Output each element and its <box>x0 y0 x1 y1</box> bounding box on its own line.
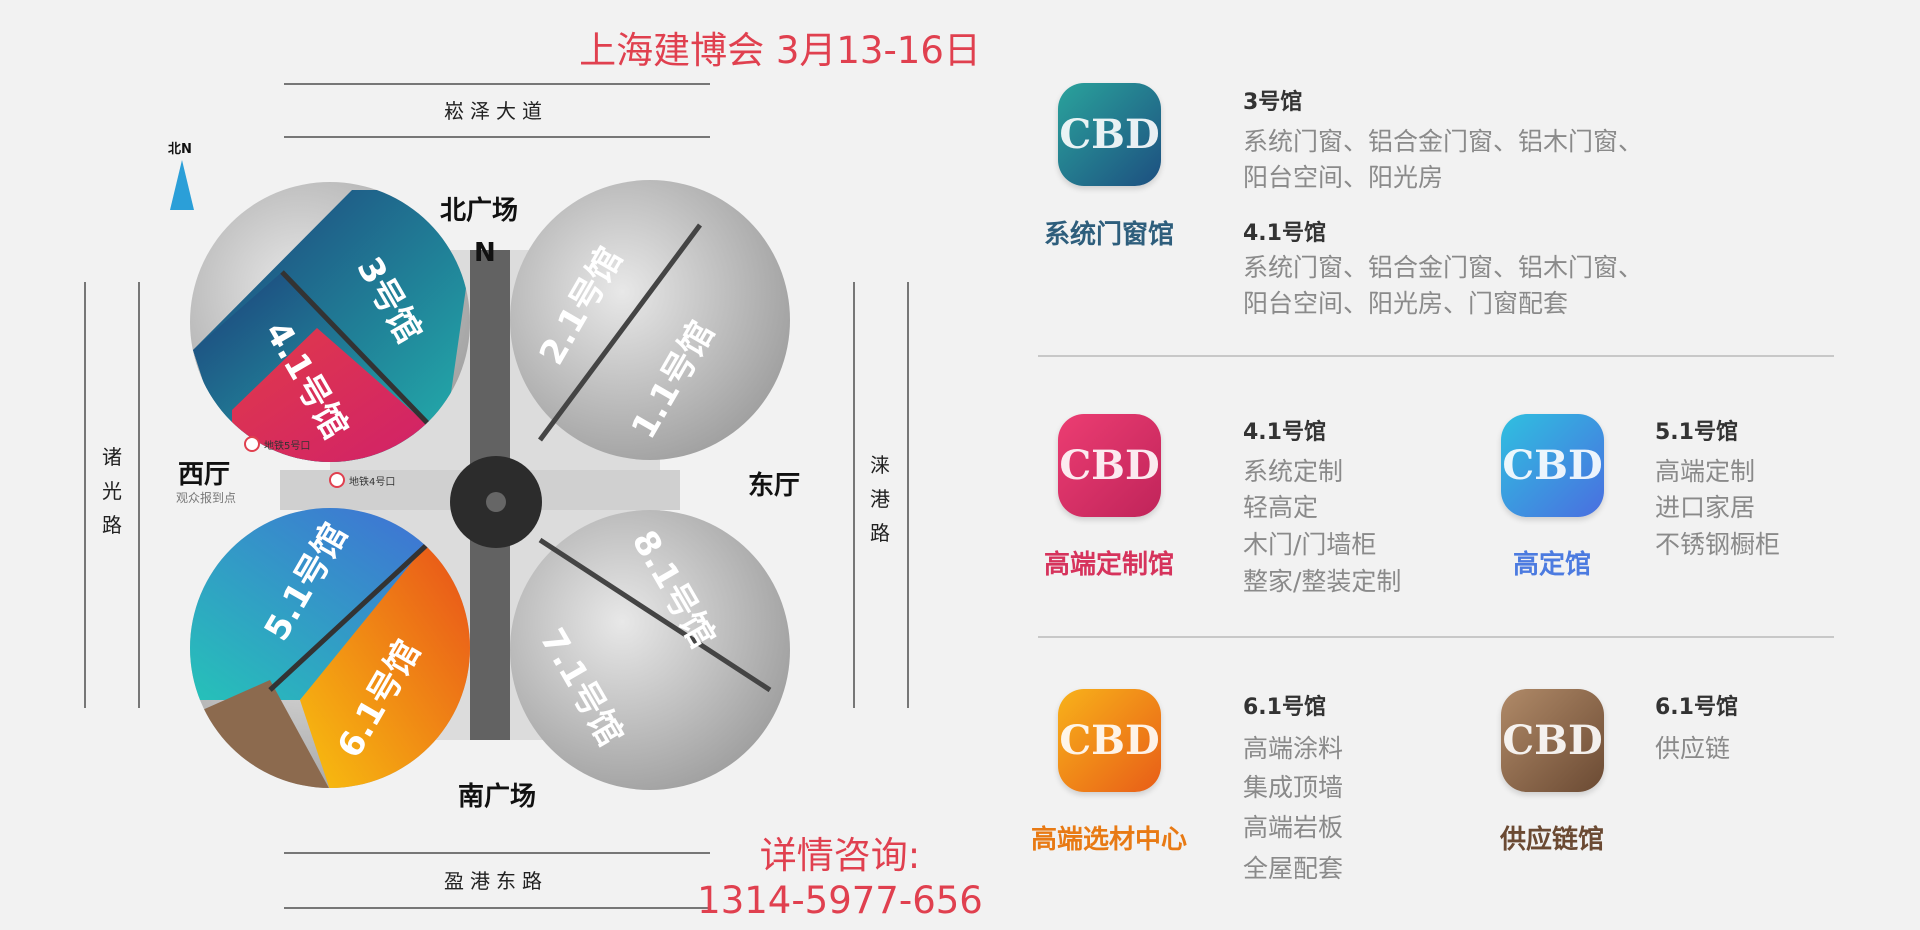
road-line <box>138 282 140 708</box>
hall-name: 4.1号馆 <box>1243 420 1326 445</box>
category-label: 高端选材中心 <box>1030 825 1187 855</box>
cbd-logo-icon: CBD <box>1058 83 1161 186</box>
road-line <box>907 282 909 708</box>
road-line <box>284 852 710 854</box>
hall-name: 4.1号馆 <box>1243 221 1326 246</box>
road-west-label: 诸光路 <box>102 445 122 537</box>
contact-phone[interactable]: 1314-5977-656 <box>697 879 983 922</box>
hall-item: 高端定制 <box>1655 457 1756 486</box>
category-label: 供应链馆 <box>1499 825 1604 855</box>
hall-item: 供应链 <box>1655 734 1731 763</box>
hall-item: 集成顶墙 <box>1243 773 1344 802</box>
hall-item: 高端岩板 <box>1243 813 1344 842</box>
hall-name: 6.1号馆 <box>1243 695 1326 720</box>
road-east-label: 涞港路 <box>870 453 890 545</box>
contact-label: 详情咨询: <box>759 834 921 877</box>
road-south-label: 盈港东路 <box>444 869 548 893</box>
west-hall-label: 西厅 <box>178 460 231 490</box>
road-line <box>284 83 710 85</box>
metro-icon <box>329 472 345 488</box>
page-title: 上海建博会 3月13-16日 <box>579 29 981 72</box>
road-line <box>284 907 710 909</box>
north-mark: N <box>474 238 496 268</box>
north-plaza-label: 北广场 <box>440 196 519 226</box>
road-north-label: 崧泽大道 <box>444 99 548 123</box>
east-hall-label: 东厅 <box>748 471 801 501</box>
hall-name: 6.1号馆 <box>1655 695 1738 720</box>
hall-item: 系统门窗、铝合金门窗、铝木门窗、 <box>1243 127 1644 156</box>
cbd-logo-icon: CBD <box>1501 414 1604 517</box>
hall-name: 5.1号馆 <box>1655 420 1738 445</box>
hall-item: 阳台空间、阳光房 <box>1243 163 1444 192</box>
hall-item: 系统定制 <box>1243 457 1344 486</box>
road-line <box>284 136 710 138</box>
compass-label: 北N <box>168 142 192 157</box>
cbd-logo-icon: CBD <box>1501 689 1604 792</box>
hall-item: 阳台空间、阳光房、门窗配套 <box>1243 289 1569 318</box>
hall-item: 系统门窗、铝合金门窗、铝木门窗、 <box>1243 253 1644 282</box>
hall-item: 整家/整装定制 <box>1243 567 1402 596</box>
category-label: 高定馆 <box>1512 550 1591 580</box>
category-label: 高端定制馆 <box>1043 550 1174 580</box>
divider <box>1038 355 1834 357</box>
cbd-logo-icon: CBD <box>1058 689 1161 792</box>
cbd-logo-icon: CBD <box>1058 414 1161 517</box>
road-line <box>853 282 855 708</box>
divider <box>1038 636 1834 638</box>
south-plaza-label: 南广场 <box>458 782 537 812</box>
hall-item: 全屋配套 <box>1243 854 1344 883</box>
category-label: 系统门窗馆 <box>1043 220 1174 250</box>
hall-item: 高端涂料 <box>1243 734 1344 763</box>
road-line <box>84 282 86 708</box>
hall-item: 木门/门墙柜 <box>1243 530 1377 559</box>
hall-item: 轻高定 <box>1243 493 1319 522</box>
hall-name: 3号馆 <box>1243 90 1303 115</box>
north-arrow-icon <box>170 160 194 210</box>
hall-item: 不锈钢橱柜 <box>1655 530 1781 559</box>
petal-northwest <box>190 182 470 462</box>
hall-item: 进口家居 <box>1655 493 1756 522</box>
metro-icon <box>244 436 260 452</box>
petal-southeast <box>510 510 790 790</box>
metro-exit-label: 地铁4号口 <box>349 477 396 488</box>
west-hall-note: 观众报到点 <box>176 491 237 505</box>
metro-exit-label: 地铁5号口 <box>264 441 311 452</box>
